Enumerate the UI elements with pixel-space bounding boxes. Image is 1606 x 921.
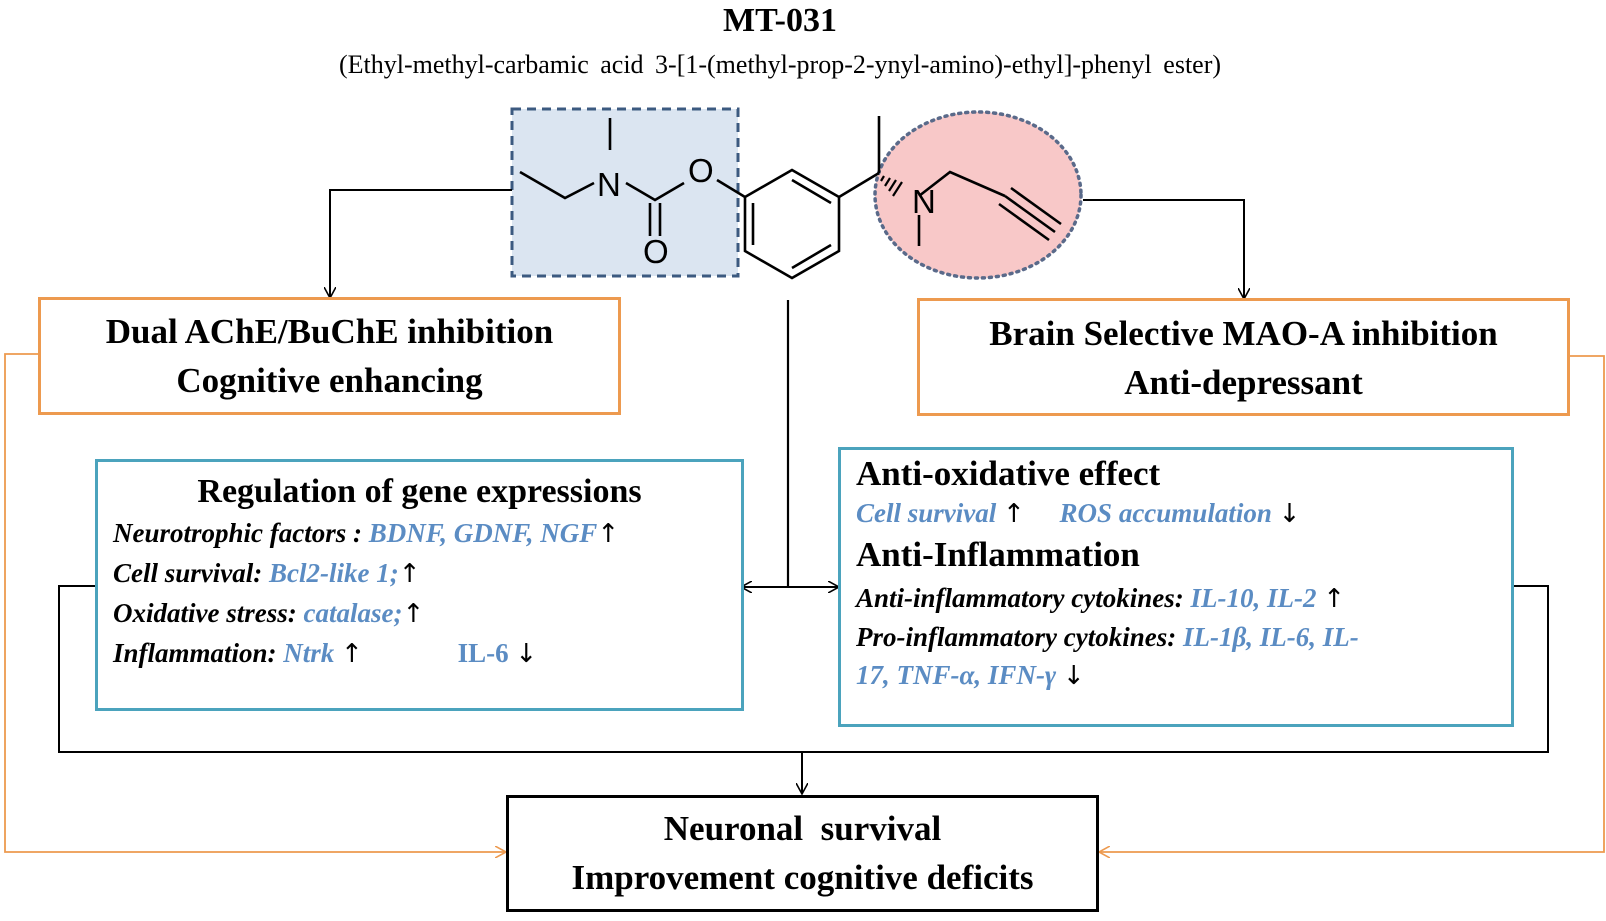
right-effect-line2: Anti-depressant — [1124, 363, 1363, 402]
carbamate-highlight — [510, 107, 740, 278]
compound-name: (Ethyl-methyl-carbamic acid 3-[1-(methyl… — [338, 50, 1222, 79]
anti-inflammatory-value: IL-10, IL-2 — [1190, 583, 1317, 613]
gene-row-value: catalase; — [303, 598, 403, 628]
gene-row-neurotrophic: Neurotrophic factors : BDNF, GDNF, NGF↑ — [113, 514, 741, 554]
molecule-bonds — [519, 116, 1062, 280]
gene-row-label: Inflammation: — [113, 638, 277, 668]
left-effect-line1: Dual AChE/BuChE inhibition — [105, 312, 554, 351]
gene-row-inflammation: Inflammation: Ntrk ↑ IL-6 ↓ — [113, 634, 741, 674]
outcome-box: Neuronal survival Improvement cognitive … — [506, 795, 1099, 912]
up-arrow-icon: ↑ — [402, 599, 425, 629]
up-arrow-icon: ↑ — [597, 519, 620, 549]
gene-row-value-2: IL-6 — [457, 638, 509, 668]
pro-inflammatory-label: Pro-inflammatory cytokines: — [856, 622, 1177, 652]
outcome-line2: Improvement cognitive deficits — [571, 858, 1034, 897]
gene-row-label: Cell survival: — [113, 558, 263, 588]
down-arrow-icon: ↓ — [515, 639, 538, 669]
gene-row-label: Oxidative stress: — [113, 598, 297, 628]
collector-line — [58, 585, 1549, 753]
arrow-to-right-effect — [1083, 199, 1244, 298]
propargylamine-highlight — [873, 110, 1083, 280]
atom-o-carbonyl: O — [643, 233, 669, 270]
orange-line-left — [4, 353, 505, 852]
pro-inflammatory-row-cont: 17, TNF-α, IFN-γ ↓ — [856, 656, 1511, 695]
atom-o-ester: O — [688, 152, 714, 189]
page-title: MT-031 — [723, 2, 837, 39]
anti-oxidative-box: Anti-oxidative effect Cell survival ↑ RO… — [838, 447, 1514, 727]
up-arrow-icon: ↑ — [1003, 499, 1025, 529]
pro-inflammatory-value-cont: 17, TNF-α, IFN-γ — [856, 660, 1057, 690]
up-arrow-icon: ↑ — [341, 639, 363, 669]
anti-inflammation-title: Anti-Inflammation — [856, 535, 1140, 574]
oxidative-row: Cell survival ↑ ROS accumulation ↓ — [856, 494, 1511, 533]
anti-oxidative-title: Anti-oxidative effect — [856, 454, 1161, 493]
gene-row-cell-survival: Cell survival: Bcl2-like 1;↑ — [113, 554, 741, 594]
pro-inflammatory-row: Pro-inflammatory cytokines: IL-1β, IL-6,… — [856, 618, 1511, 656]
up-arrow-icon: ↑ — [398, 559, 421, 589]
orange-line-right — [1100, 355, 1605, 852]
right-effect-box: Brain Selective MAO-A inhibition Anti-de… — [917, 298, 1570, 416]
gene-row-value: BDNF, GDNF, NGF — [368, 518, 598, 548]
outcome-line1: Neuronal survival — [663, 809, 942, 848]
atom-n-left: N — [597, 166, 621, 203]
left-effect-box: Dual AChE/BuChE inhibition Cognitive enh… — [38, 297, 621, 415]
pro-inflammatory-value: IL-1β, IL-6, IL- — [1182, 622, 1359, 652]
ox-item-ros: ROS accumulation — [1059, 498, 1272, 528]
gene-regulation-box: Regulation of gene expressions Neurotrop… — [95, 459, 744, 711]
gene-box-title: Regulation of gene expressions — [197, 473, 642, 510]
right-effect-line1: Brain Selective MAO-A inhibition — [989, 314, 1498, 353]
gene-row-oxidative-stress: Oxidative stress: catalase;↑ — [113, 594, 741, 634]
ox-item-cell-survival: Cell survival — [856, 498, 997, 528]
gene-row-value: Ntrk — [283, 638, 335, 668]
left-effect-line2: Cognitive enhancing — [176, 361, 483, 400]
arrow-to-left-effect — [330, 189, 512, 297]
gene-row-value: Bcl2-like 1; — [269, 558, 399, 588]
up-arrow-icon: ↑ — [1323, 584, 1346, 614]
down-arrow-icon: ↓ — [1278, 499, 1301, 529]
gene-row-label: Neurotrophic factors : — [113, 518, 362, 548]
down-arrow-icon: ↓ — [1062, 661, 1085, 691]
anti-inflammatory-label: Anti-inflammatory cytokines: — [856, 583, 1184, 613]
atom-n-right: N — [912, 183, 936, 220]
anti-inflammatory-row: Anti-inflammatory cytokines: IL-10, IL-2… — [856, 579, 1511, 618]
stereo-hash-bond — [880, 175, 903, 197]
